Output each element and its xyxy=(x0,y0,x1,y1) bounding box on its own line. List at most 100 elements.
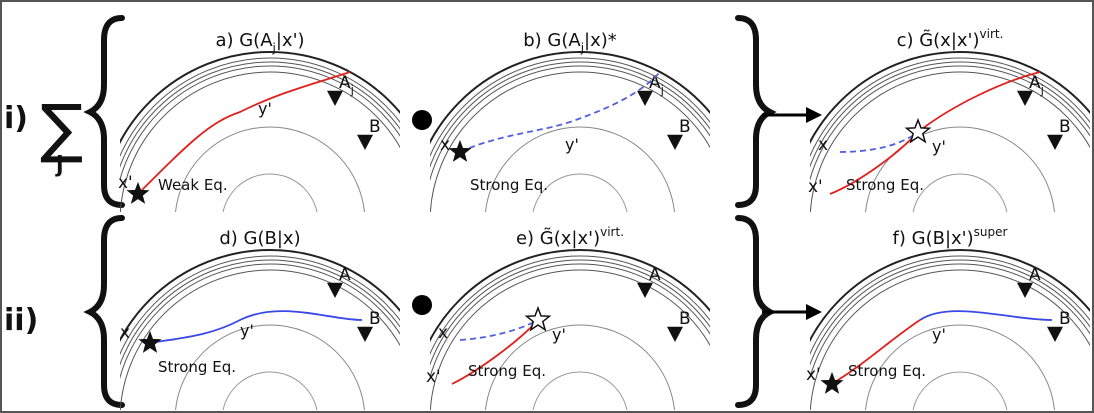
station-b-label: B xyxy=(1059,117,1071,137)
virtual-source-label: y' xyxy=(258,99,272,118)
station-a-marker xyxy=(1017,282,1033,298)
outer-core-boundary xyxy=(865,126,1055,212)
mantle-layer xyxy=(430,263,710,380)
station-b-label: B xyxy=(679,309,691,329)
mantle-layer xyxy=(430,269,710,410)
inner-core-boundary xyxy=(222,173,318,212)
mantle-layer xyxy=(120,255,400,356)
station-a-marker xyxy=(637,90,653,106)
source-label-2: x' xyxy=(808,177,823,197)
panel-title: f) G(B|x')super​ xyxy=(893,225,1008,249)
source-star xyxy=(448,139,472,162)
mantle-layer xyxy=(120,57,400,158)
inner-core-boundary xyxy=(912,173,1008,212)
station-b-marker xyxy=(357,326,373,342)
station-b-label: B xyxy=(679,117,691,137)
outer-core-boundary xyxy=(175,126,365,212)
mantle-layer xyxy=(810,61,1090,168)
station-a-label: A xyxy=(339,265,351,285)
station-a-label: Aj xyxy=(339,73,354,97)
station-a-marker xyxy=(327,282,343,298)
source-star xyxy=(904,117,932,144)
earthquake-type-label: Strong Eq. xyxy=(158,358,236,376)
source-label: x xyxy=(438,323,448,343)
earth-cross-section xyxy=(810,51,1090,212)
inner-core-boundary xyxy=(532,371,628,410)
sum-index: j xyxy=(55,153,64,178)
station-b-label: B xyxy=(1059,309,1071,329)
mantle-layer xyxy=(430,255,710,356)
earthquake-type-label: Strong Eq. xyxy=(468,362,546,380)
mantle-layer xyxy=(120,71,400,212)
row-label-i: i) xyxy=(4,101,28,136)
mantle-layer xyxy=(810,255,1090,356)
panel-title: d) G(B|x) xyxy=(219,228,300,249)
panel-title: b) G(Aj​|x)* xyxy=(523,30,617,55)
earth-cross-section xyxy=(810,249,1090,410)
ray-path-1 xyxy=(149,310,363,344)
earth-cross-section xyxy=(120,51,400,212)
earth-cross-section xyxy=(120,249,400,410)
station-b-marker xyxy=(667,326,683,342)
right-brace-row-1 xyxy=(735,15,777,208)
mantle-layer xyxy=(120,269,400,410)
source-star xyxy=(524,305,552,332)
station-a-label: Aj xyxy=(1029,73,1044,97)
mantle-layer xyxy=(430,249,710,343)
arrow-row-2 xyxy=(762,304,822,320)
row-label-ii: ii) xyxy=(4,303,38,338)
mantle-layer xyxy=(810,259,1090,366)
mantle-layer xyxy=(120,249,400,343)
station-b-label: B xyxy=(369,309,381,329)
ray-path-1 xyxy=(459,71,661,153)
source-label: x xyxy=(818,135,828,155)
station-a-label: A xyxy=(1029,265,1041,285)
virtual-source-label: y' xyxy=(932,137,946,156)
ray-path-1 xyxy=(137,71,351,195)
earthquake-type-label: Strong Eq. xyxy=(846,176,924,194)
product-operator-row-1 xyxy=(412,110,432,130)
source-label: x xyxy=(440,135,450,155)
outer-core-boundary xyxy=(485,324,675,410)
mantle-layer xyxy=(120,51,400,145)
outer-core-boundary xyxy=(865,324,1055,410)
mantle-layer xyxy=(810,263,1090,380)
mantle-layer xyxy=(430,57,710,158)
station-b-marker xyxy=(357,134,373,150)
source-star xyxy=(126,181,150,204)
station-b-marker xyxy=(667,134,683,150)
station-b-label: B xyxy=(369,117,381,137)
virtual-source-label: y' xyxy=(932,325,946,344)
mantle-layer xyxy=(430,65,710,182)
panel-title: a) G(Aj​|x') xyxy=(215,30,304,55)
station-a-label: A xyxy=(649,265,661,285)
earth-cross-section xyxy=(430,51,710,212)
left-brace-row-2 xyxy=(83,215,125,408)
source-star xyxy=(138,330,162,353)
source-label: x' xyxy=(118,173,133,193)
panel-title: e) G̃(x|x')virt.​ xyxy=(516,225,624,249)
source-label: x' xyxy=(806,365,821,385)
outer-core-boundary xyxy=(485,126,675,212)
station-b-marker xyxy=(1047,134,1063,150)
panel-title: c) G̃(x|x')virt.​ xyxy=(897,27,1004,51)
left-brace-row-1 xyxy=(83,15,125,208)
station-a-marker xyxy=(327,90,343,106)
earthquake-type-label: Strong Eq. xyxy=(848,362,926,380)
inner-core-boundary xyxy=(532,173,628,212)
station-a-marker xyxy=(637,282,653,298)
inner-core-boundary xyxy=(912,371,1008,410)
station-a-marker xyxy=(1017,90,1033,106)
mantle-layer xyxy=(810,269,1090,410)
mantle-layer xyxy=(120,263,400,380)
panel-e: e) G̃(x|x')virt.​ABy'xx'Strong Eq. xyxy=(426,225,710,410)
source-label: x xyxy=(120,323,130,343)
mantle-layer xyxy=(810,51,1090,145)
outer-core-boundary xyxy=(175,324,365,410)
ray-path-1 xyxy=(831,319,921,385)
mantle-layer xyxy=(810,57,1090,158)
